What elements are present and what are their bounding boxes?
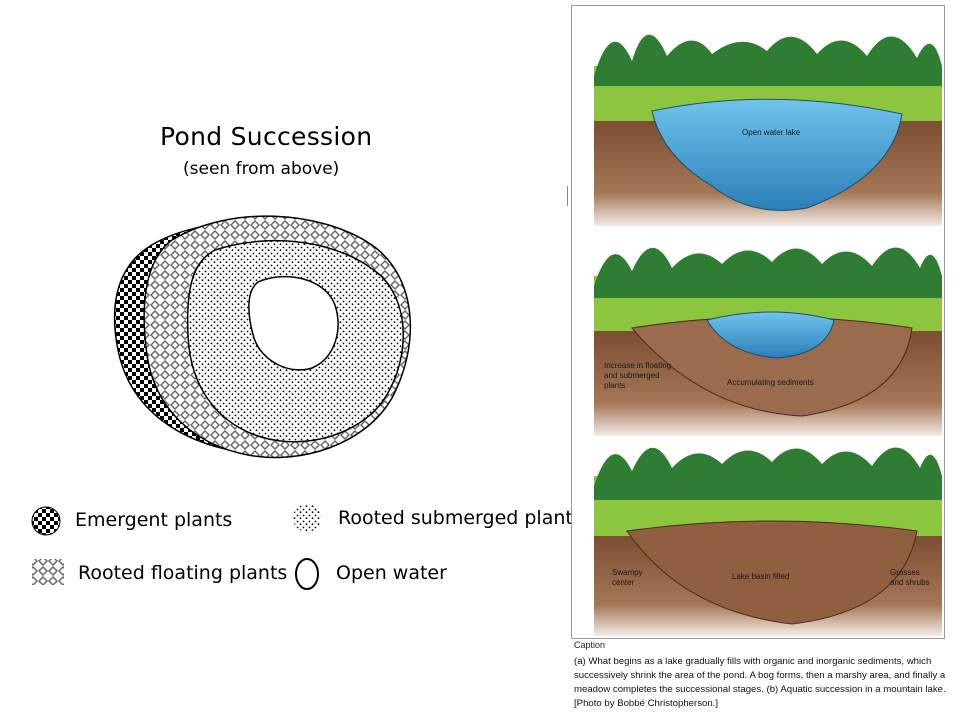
- open-water-zone: [248, 275, 339, 371]
- stage3-filled-basin: [626, 520, 918, 625]
- stage3-filled-label: Lake basin filled: [732, 572, 790, 581]
- pond-rings-illustration: [113, 215, 412, 459]
- pond-succession-diagram: Pond Succession (seen from above): [31, 122, 583, 590]
- legend-emergent-label: Emergent plants: [75, 509, 233, 531]
- stage2-treeline: [594, 247, 942, 298]
- submerged-swatch: [293, 504, 321, 532]
- caption-text: (a) What begins as a lake gradually fill…: [574, 656, 946, 709]
- caption-heading: Caption: [574, 640, 606, 650]
- legend-open-water-label: Open water: [336, 562, 447, 584]
- stage1-lake: [651, 98, 903, 211]
- stage1-treeline: [594, 34, 942, 86]
- stage2-plants-label: Increase in floating and submerged plant…: [604, 361, 672, 390]
- legend-floating-label: Rooted floating plants: [78, 562, 288, 584]
- open-water-swatch: [295, 558, 319, 590]
- floating-swatch: [32, 559, 64, 585]
- stage2-lake: [706, 311, 835, 359]
- diagram-subtitle: (seen from above): [183, 159, 340, 179]
- divider-mark: [567, 186, 568, 206]
- lake-stages-art: [594, 34, 942, 636]
- stage2-sediment-label: Accumulating sediments: [727, 378, 814, 387]
- stage3-treeline: [594, 447, 942, 500]
- diagram-title: Pond Succession: [160, 122, 373, 151]
- lake-succession-illustration: Open water lake Increase in floating and…: [571, 5, 945, 639]
- emergent-swatch: [31, 506, 61, 536]
- legend-submerged-label: Rooted submerged plants: [338, 507, 583, 529]
- stage3-center-label: Swampy center: [612, 568, 643, 587]
- stage3-grass-label: Grasses and shrubs: [890, 568, 930, 587]
- stage1-water-label: Open water lake: [742, 128, 801, 137]
